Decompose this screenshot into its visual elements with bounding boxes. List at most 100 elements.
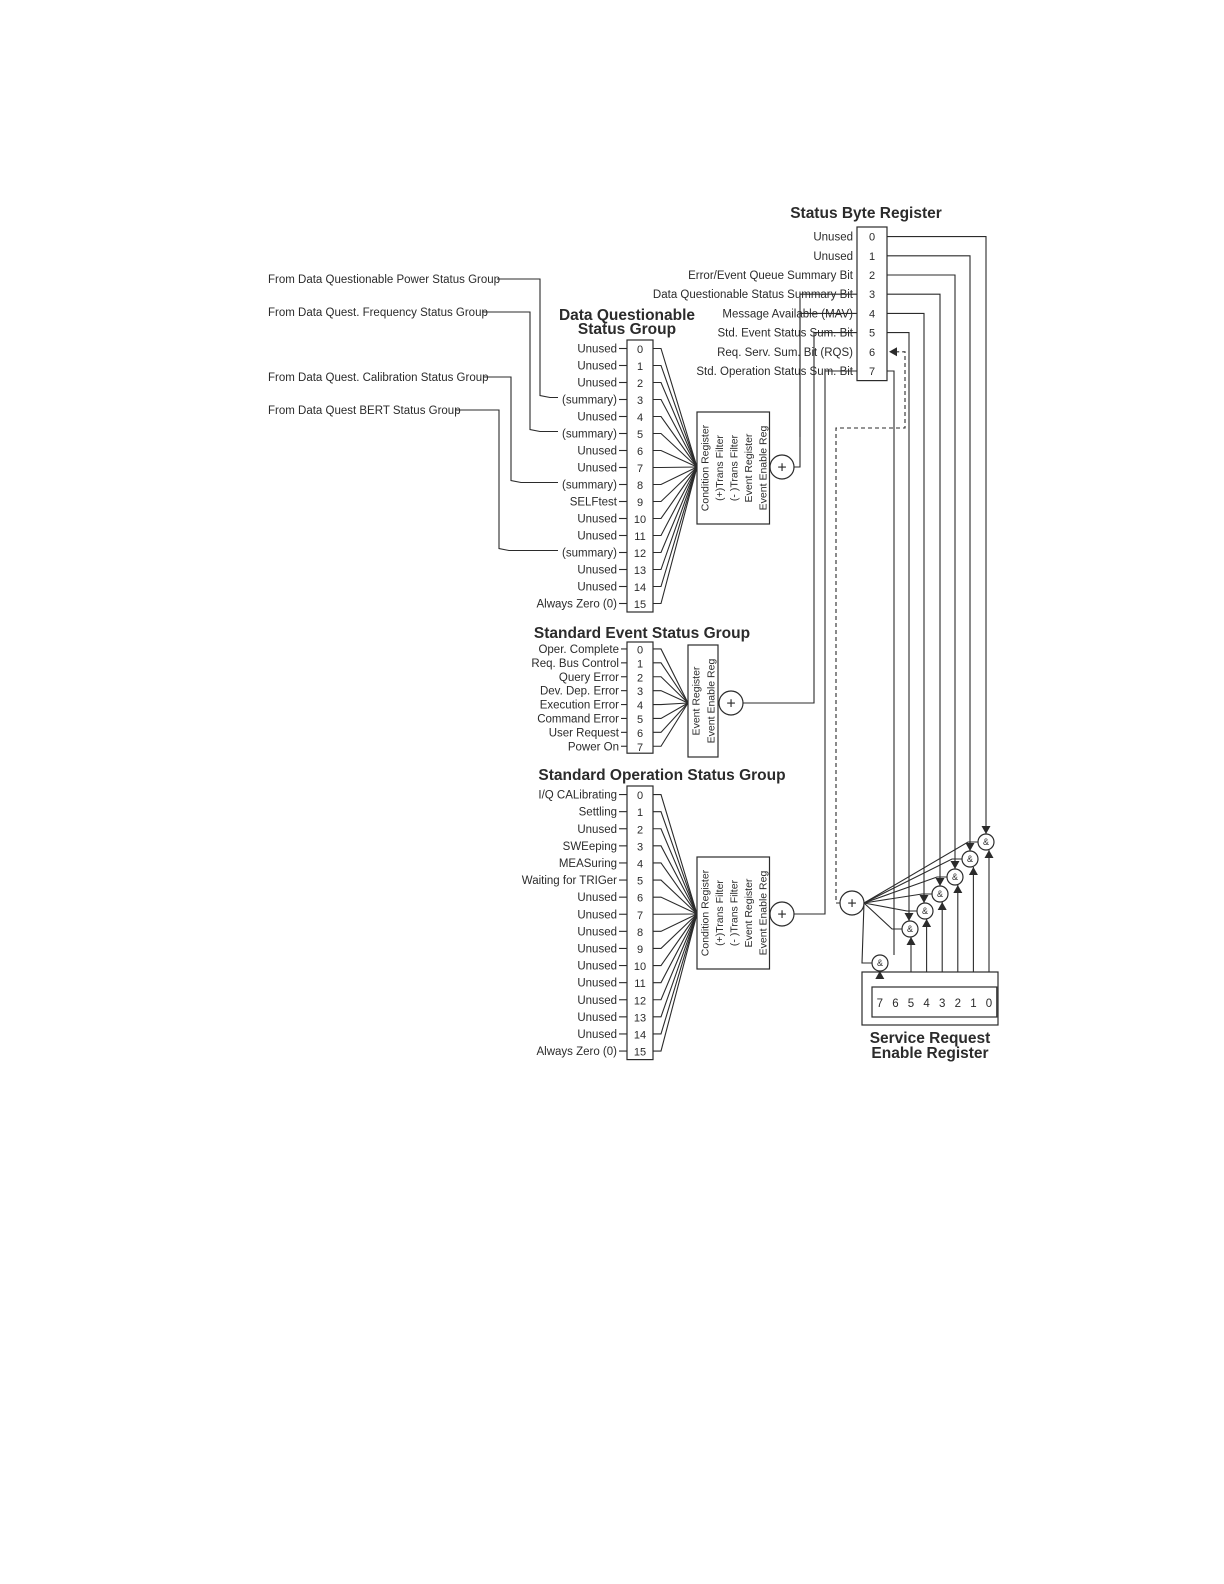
and-gate-5-symbol: & [907,924,913,934]
so-fan-line [653,913,698,1052]
and-gate-7 [871,954,889,972]
se-fan-line [653,702,689,720]
so-bit-6: 6 [637,893,643,905]
and-gate-4 [916,902,934,920]
dq-title-line1: Data Questionable [559,307,695,324]
status-byte-label-2: Error/Event Queue Summary Bit [688,270,854,282]
so-label-2: Unused [577,824,617,836]
so-fan-line [653,811,698,915]
se-label-0: Oper. Complete [538,644,619,656]
status-byte-label-5: Std. Event Status Sum. Bit [717,328,853,340]
so-register-box [696,856,771,970]
so-fan-line [653,793,698,915]
dq-fan-line [653,466,698,554]
mav-line [799,312,857,437]
se-event-bits [626,641,654,754]
dq-fan-line [653,347,698,468]
dq-source-feed-1 [482,311,558,433]
and-gate-2 [946,868,964,886]
dq-bit-2: 2 [637,378,643,390]
so-bit-10: 10 [634,961,646,973]
dq-label-6: Unused [577,446,617,458]
sre-bit-5: 5 [908,998,914,1010]
so-register-label-2: (- )Trans Filter [728,879,740,946]
dq-label-14: Unused [577,582,617,594]
se-label-1: Req. Bus Control [531,658,619,670]
se-label-3: Dev. Dep. Error [540,686,619,698]
dq-register-label-4: Event Enable Reg [757,426,769,511]
sb-bit-1-arrow [965,843,975,851]
dq-bit-3: 3 [637,395,643,407]
so-bit-11: 11 [634,978,645,990]
sb-bit-5-arrow [904,913,914,921]
and-gate-7-symbol: & [877,958,883,968]
so-register-label-3: Event Register [743,878,755,947]
so-fan-line [653,913,698,1018]
so-bit-4: 4 [637,858,643,870]
sre-bit-7: 7 [877,998,883,1010]
dq-label-0: Unused [577,344,617,356]
so-bit-0: 0 [637,790,643,802]
dq-label-4: Unused [577,412,617,424]
status-byte-label-6: Req. Serv. Sum. Bit (RQS) [717,347,853,359]
sre-bit-1: 1 [970,998,976,1010]
dq-label-1: Unused [577,361,617,373]
dq-condition-bits [626,339,654,613]
so-label-6: Unused [577,892,617,904]
so-bit-13: 13 [634,1012,646,1024]
sb-bit-4-to-and [887,312,925,903]
status-byte-bit-3: 3 [869,289,875,301]
se-label-5: Command Error [537,713,619,725]
dq-label-2: Unused [577,378,617,390]
rqs-feedback-line [835,351,906,904]
so-title: Standard Operation Status Group [538,767,785,784]
sre-bit-3: 3 [939,998,945,1010]
dq-fan-line [653,449,698,468]
dq-label-3: (summary) [562,395,617,407]
so-register-label-0: Condition Register [699,869,711,956]
so-label-15: Always Zero (0) [536,1046,617,1058]
dq-source-feed-3 [455,409,558,552]
dq-bit-10: 10 [634,514,646,526]
se-bit-7: 7 [637,742,643,754]
so-label-14: Unused [577,1029,617,1041]
and-gate-1-symbol: & [967,854,973,864]
dq-source-feed-2 [483,376,558,484]
so-or-gate-symbol: + [777,907,786,924]
status-byte-label-1: Unused [813,251,853,263]
dq-bit-11: 11 [634,531,645,543]
sb-bit-4-arrow [919,895,929,903]
so-label-9: Unused [577,943,617,955]
se-fan-line [653,676,689,704]
dq-bit-9: 9 [637,497,643,509]
dq-bit-6: 6 [637,446,643,458]
dq-or-gate [769,454,795,480]
sb-bit-7-to-and [887,370,895,955]
so-fan-line [653,845,698,915]
so-fan-line [653,913,698,1035]
sre-bit-2-arrow [953,885,963,893]
so-label-3: SWEeping [563,841,617,853]
and-to-or-line-1 [863,858,962,904]
so-register-label-1: (+)Trans Filter [714,880,726,946]
so-fan-line [653,913,698,984]
sre-bit-4: 4 [923,998,930,1010]
se-label-7: Power On [568,741,619,753]
dq-bit-8: 8 [637,480,643,492]
dq-source-label-0: From Data Questionable Power Status Grou… [268,274,500,286]
status-byte-label-0: Unused [813,232,853,244]
se-label-2: Query Error [559,672,619,684]
dq-fan-line [653,381,698,468]
so-fan-line [653,913,698,967]
status-byte-bit-7: 7 [869,366,875,378]
sre-bit-7-arrow [875,971,885,979]
so-or-gate [769,901,795,927]
dq-fan-line [653,432,698,468]
so-label-13: Unused [577,1012,617,1024]
so-bit-12: 12 [634,995,646,1007]
dq-bit-14: 14 [634,582,646,594]
rqs-arrow [889,347,897,357]
dq-label-15: Always Zero (0) [536,599,617,611]
so-summary-to-status-byte [794,370,857,915]
sre-bit-0: 0 [986,998,992,1010]
